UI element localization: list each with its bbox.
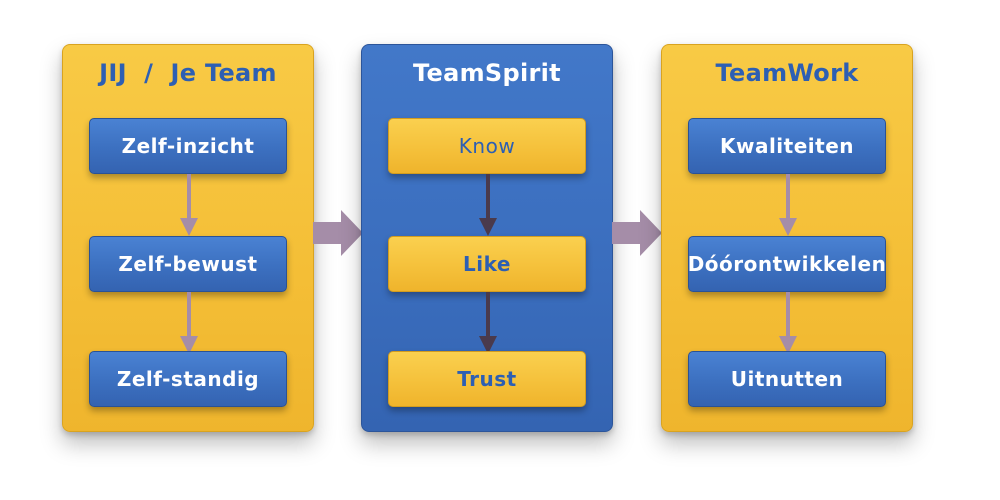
step-box: Zelf-inzicht bbox=[89, 118, 287, 174]
step-box: Trust bbox=[388, 351, 586, 407]
step-box: Kwaliteiten bbox=[688, 118, 886, 174]
step-box: Zelf-standig bbox=[89, 351, 287, 407]
panel-title: TeamWork bbox=[715, 59, 859, 87]
step-box: Know bbox=[388, 118, 586, 174]
down-arrow-icon bbox=[479, 292, 497, 354]
panel-title: JIJ / Je Team bbox=[99, 59, 277, 87]
step-box: Uitnutten bbox=[688, 351, 886, 407]
down-arrow-icon bbox=[180, 174, 198, 236]
panel-teamspirit: TeamSpirit Know Like Trust bbox=[361, 44, 613, 432]
right-arrow-icon bbox=[313, 210, 363, 256]
panel-title: TeamSpirit bbox=[413, 59, 561, 87]
right-arrow-icon bbox=[612, 210, 662, 256]
step-box: Zelf-bewust bbox=[89, 236, 287, 292]
down-arrow-icon bbox=[779, 174, 797, 236]
down-arrow-icon bbox=[180, 292, 198, 354]
down-arrow-icon bbox=[779, 292, 797, 354]
step-box: Dóórontwikkelen bbox=[688, 236, 886, 292]
panel-jij-je-team: JIJ / Je Team Zelf-inzicht Zelf-bewust Z… bbox=[62, 44, 314, 432]
panel-teamwork: TeamWork Kwaliteiten Dóórontwikkelen Uit… bbox=[661, 44, 913, 432]
down-arrow-icon bbox=[479, 174, 497, 236]
step-box: Like bbox=[388, 236, 586, 292]
